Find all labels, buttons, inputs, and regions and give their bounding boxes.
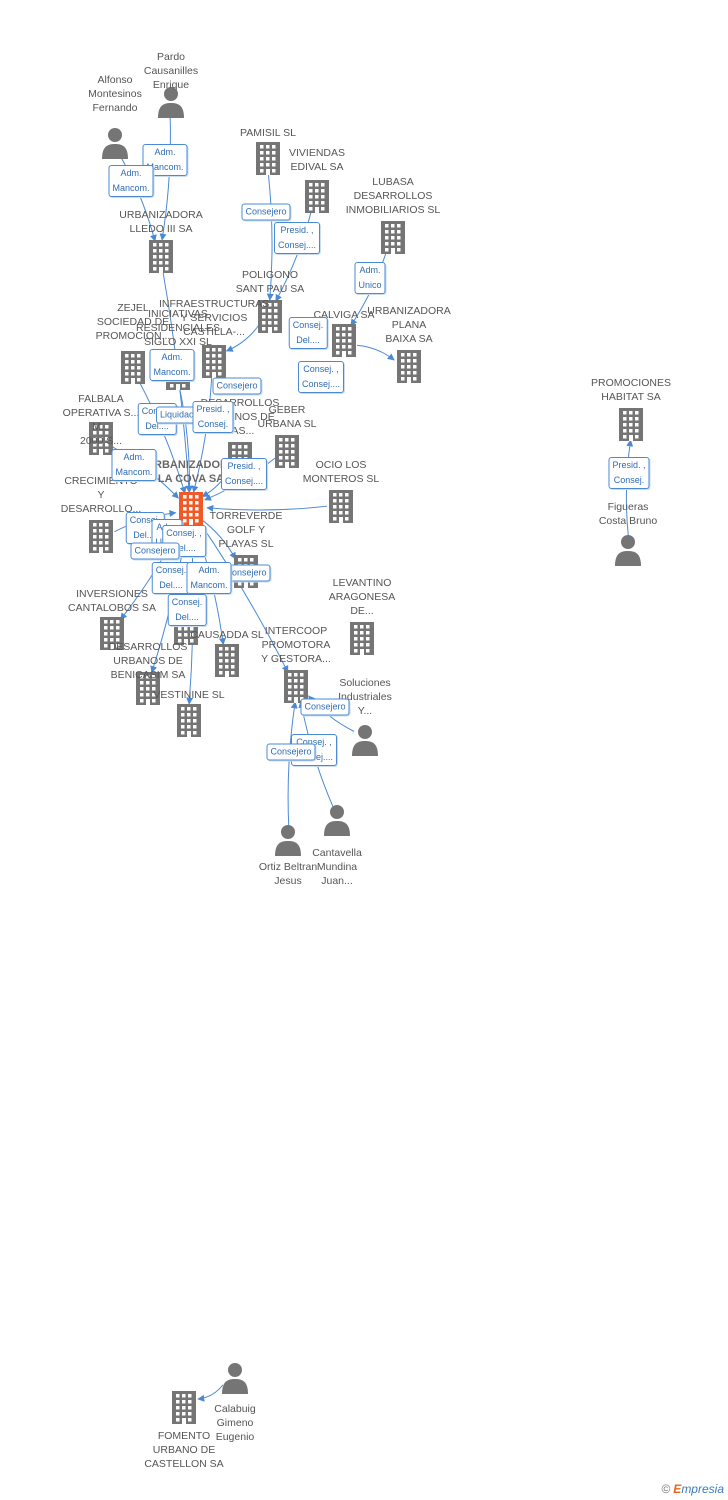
node-label-iniciativas[interactable]: INICIATIVAS RESIDENCIALES SIGLO XXI SL [135, 308, 221, 348]
relation-badge[interactable]: Consejero [300, 698, 350, 716]
edge-alfonso-lledo [119, 155, 157, 242]
edge-zejel-focus [137, 379, 187, 494]
building-icon[interactable] [212, 643, 242, 677]
node-label-geber[interactable]: GEBER URBANA SL [257, 404, 317, 430]
node-label-lledo[interactable]: URBANIZADORA LLEDO III SA [119, 209, 203, 235]
edge-infra-focus [191, 374, 213, 493]
building-icon[interactable] [176, 491, 206, 525]
relation-badge[interactable]: Consejero [130, 542, 180, 560]
node-label-solind[interactable]: Soluciones Industriales Y... [338, 677, 392, 717]
person-icon[interactable] [100, 126, 130, 160]
node-label-pamisil[interactable]: PAMISIL SL [239, 127, 297, 139]
node-label-ortiz[interactable]: Ortiz Beltran Jesus [258, 861, 318, 887]
node-label-zejel[interactable]: ZEJEL SOCIEDAD DE PROMOCION... [95, 302, 171, 342]
edge-ocio-focus [206, 504, 328, 512]
node-label-torreverde[interactable]: TORREVERDE GOLF Y PLAYAS SL [209, 510, 283, 550]
relation-badge[interactable]: Consej. Del.... [288, 317, 328, 349]
building-icon[interactable] [174, 703, 204, 737]
node-label-promociones[interactable]: PROMOCIONES HABITAT SA [591, 377, 671, 403]
relation-badge[interactable]: Adm. Mancom. [186, 562, 232, 594]
person-icon[interactable] [273, 823, 303, 857]
node-label-viviendas[interactable]: VIVIENDAS EDIVAL SA [288, 147, 346, 173]
building-icon[interactable] [281, 669, 311, 703]
building-icon[interactable] [394, 349, 424, 383]
edge-focus-torreverde [199, 518, 236, 560]
relation-badge[interactable]: Presid. , Consej. [192, 401, 234, 433]
edge-poligono-infra [225, 324, 260, 352]
person-icon[interactable] [156, 85, 186, 119]
node-label-cantavella[interactable]: Cantavella Mundina Juan... [312, 847, 362, 887]
relation-badge[interactable]: Adm. Mancom. [108, 165, 154, 197]
node-label-lubasa[interactable]: LUBASA DESARROLLOS INMOBILIARIOS SL [345, 176, 441, 216]
relation-badge[interactable]: Presid. , Consej.... [220, 458, 268, 490]
edge-focus-intercoop [197, 519, 289, 673]
building-icon[interactable] [302, 179, 332, 213]
building-icon[interactable] [329, 323, 359, 357]
node-label-alfonso[interactable]: Alfonso Montesinos Fernando [88, 74, 142, 114]
relation-badge[interactable]: Presid. , Consej. [608, 457, 650, 489]
edge-calabuig-fomento [197, 1384, 224, 1402]
edge-pamisil-poligono [266, 171, 274, 301]
building-icon[interactable] [347, 621, 377, 655]
node-label-plana[interactable]: URBANIZADORA PLANA BAIXA SA [367, 305, 451, 345]
relation-badge[interactable]: Consej. Del.... [167, 594, 207, 626]
brand-name: mpresia [681, 1482, 724, 1496]
edge-iniciativas-focus [178, 386, 194, 493]
relation-badge[interactable]: Adm. Mancom. [111, 449, 157, 481]
node-label-levantino[interactable]: LEVANTINO ARAGONESA DE... [328, 577, 396, 617]
node-label-intercoop[interactable]: INTERCOOP PROMOTORA Y GESTORA... [261, 625, 331, 665]
brand-initial: E [673, 1482, 682, 1496]
building-icon[interactable] [272, 434, 302, 468]
person-icon[interactable] [613, 533, 643, 567]
edge-viviendas-poligono [275, 208, 313, 302]
node-label-focus[interactable]: URBANIZADORA LA COVA SA [146, 459, 236, 485]
edge-calviga-plana [356, 344, 395, 361]
node-label-cantalobos[interactable]: INVERSIONES CANTALOBOS SA [68, 588, 156, 614]
building-icon[interactable] [118, 350, 148, 384]
person-icon[interactable] [220, 1361, 250, 1395]
building-icon[interactable] [169, 1390, 199, 1424]
node-label-benicasim[interactable]: DESARROLLOS URBANOS DE BENICASIM SA [108, 641, 188, 681]
building-icon[interactable] [616, 407, 646, 441]
relation-badge[interactable]: Consejero [221, 564, 271, 582]
node-label-figueras[interactable]: Figueras Costa Bruno [598, 501, 658, 527]
edge-ortiz-intercoop [287, 701, 298, 827]
building-icon[interactable] [326, 489, 356, 523]
relation-badge[interactable]: Consejero [266, 743, 316, 761]
building-icon[interactable] [133, 671, 163, 705]
relation-badge[interactable]: Adm. Mancom. [149, 349, 195, 381]
person-icon[interactable] [350, 723, 380, 757]
copyright-symbol: © [661, 1482, 671, 1496]
node-label-fomento[interactable]: FOMENTO URBANO DE CASTELLON SA [144, 1430, 224, 1470]
edge-pardo-lledo [159, 115, 171, 241]
node-label-calabuig[interactable]: Calabuig Gimeno Eugenio [214, 1403, 256, 1443]
node-label-poligono[interactable]: POLIGONO SANT PAU SA [235, 269, 305, 295]
relation-badge[interactable]: Consej. Del.... [151, 562, 191, 594]
building-icon[interactable] [86, 421, 116, 455]
node-label-falbala[interactable]: FALBALA OPERATIVA S... M... 2000 S... [62, 393, 140, 447]
person-icon[interactable] [322, 803, 352, 837]
building-icon[interactable] [199, 344, 229, 378]
node-label-ocio[interactable]: OCIO LOS MONTEROS SL [302, 459, 380, 485]
building-icon[interactable] [86, 519, 116, 553]
node-label-pardo[interactable]: Pardo Causanilles Enrique [143, 51, 199, 91]
relation-badge[interactable]: Adm. Unico [354, 262, 386, 294]
node-label-vestinine[interactable]: VESTININE SL [153, 689, 225, 701]
brand-logo: ©Empresia [661, 1482, 724, 1496]
node-label-infra[interactable]: INFRAESTRUCTURAS Y SERVICIOS CASTILLA-..… [159, 298, 270, 338]
relation-badge[interactable]: Consejero [212, 377, 262, 395]
building-icon[interactable] [97, 616, 127, 650]
node-label-causadda[interactable]: CAUSADDA SL [190, 629, 264, 641]
relation-badge[interactable]: Consejero [241, 203, 291, 221]
building-icon[interactable] [255, 299, 285, 333]
building-icon[interactable] [253, 141, 283, 175]
relation-badge[interactable]: Presid. , Consej.... [273, 222, 321, 254]
building-icon[interactable] [378, 220, 408, 254]
relation-badge[interactable]: Consej. , Consej.... [297, 361, 345, 393]
building-icon[interactable] [146, 239, 176, 273]
